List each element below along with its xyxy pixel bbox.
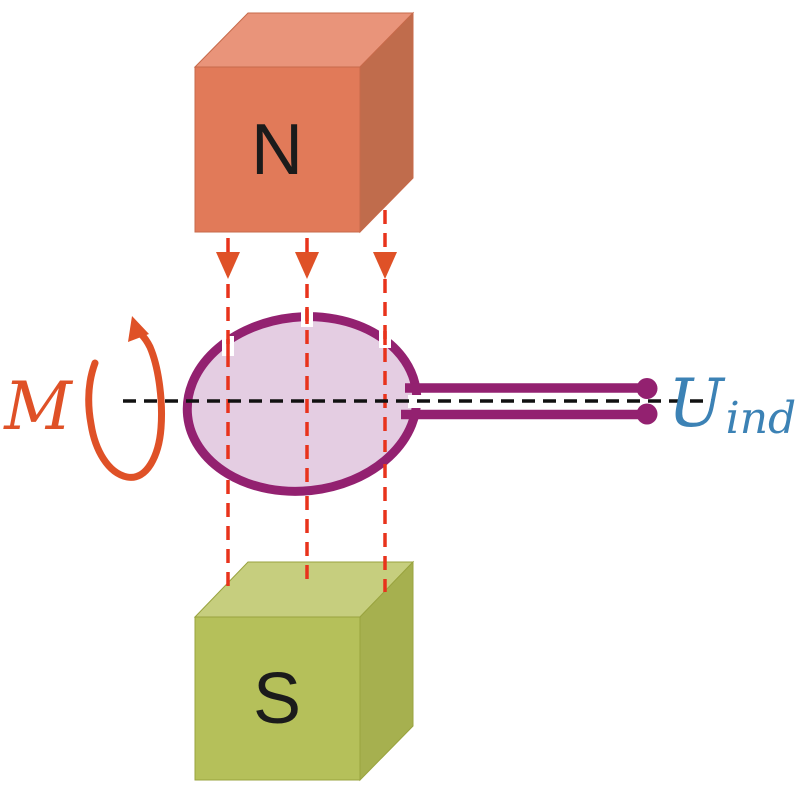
coil-leads (401, 378, 658, 425)
field-arrowhead-right-icon (373, 252, 397, 279)
induced-voltage-subscript: ind (726, 393, 797, 444)
south-magnet: S (193, 560, 415, 782)
induced-voltage-main: U (668, 365, 726, 442)
terminal-dot-top (636, 378, 658, 399)
torque-label: M (3, 368, 73, 445)
north-pole-label: N (251, 110, 303, 190)
field-arrowhead-middle-icon (295, 252, 319, 279)
field-lines (216, 210, 397, 592)
rotation-arc (85, 330, 165, 481)
induced-voltage-label: Uind (668, 365, 796, 444)
north-magnet: N (193, 11, 415, 234)
south-magnet-front-face (194, 616, 361, 781)
rotation-arrow (85, 316, 165, 481)
field-arrowhead-left-icon (216, 252, 240, 279)
north-magnet-front-face (194, 66, 361, 233)
terminal-dot-bottom (636, 403, 658, 425)
south-pole-label: S (253, 659, 301, 739)
rotation-arrowhead-icon (128, 316, 149, 342)
